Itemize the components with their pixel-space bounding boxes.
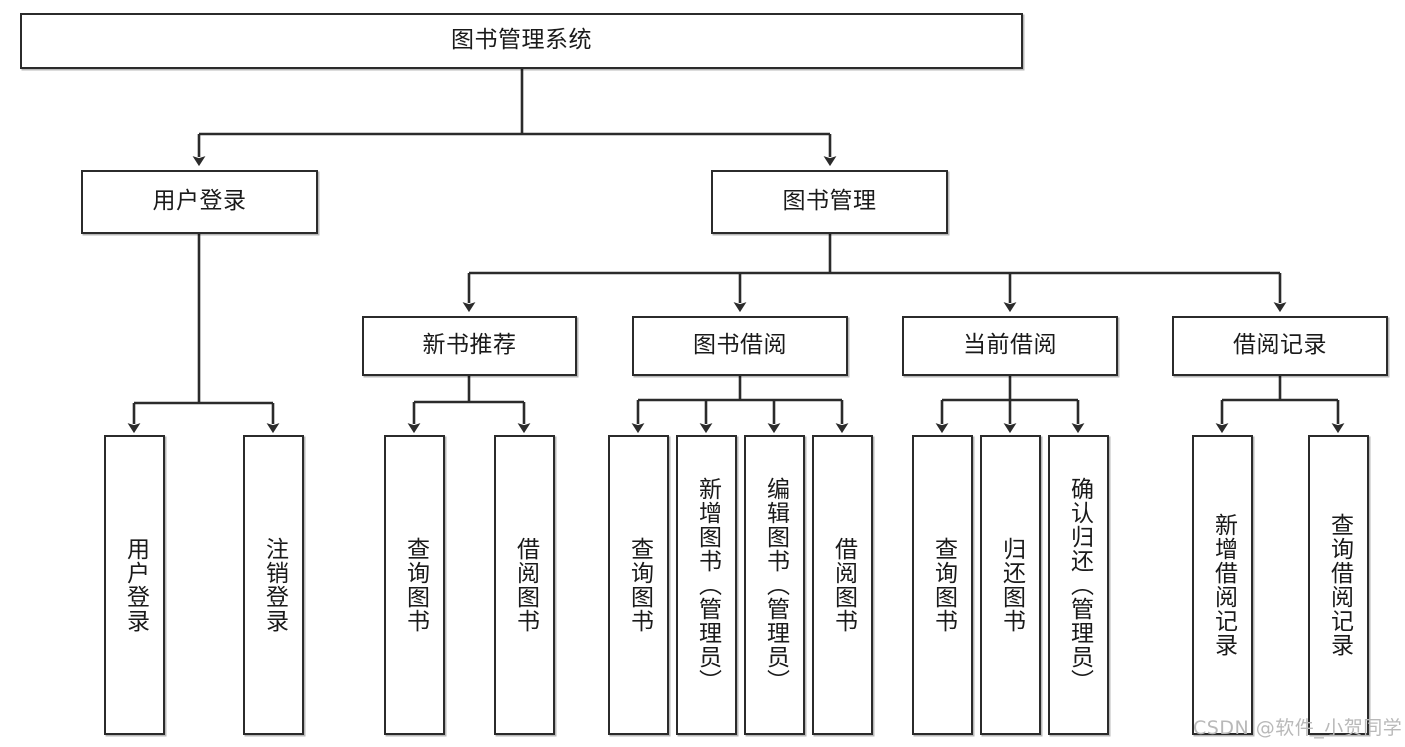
node-label: 归还图书 (998, 537, 1025, 633)
leaf-query-book-recommend[interactable]: 查询图书 (384, 435, 445, 735)
leaf-return-book[interactable]: 归还图书 (980, 435, 1041, 735)
leaf-query-borrow-record[interactable]: 查询借阅记录 (1308, 435, 1369, 735)
node-label: 图书借阅 (693, 332, 787, 359)
node-new-book-recommend[interactable]: 新书推荐 (362, 316, 577, 376)
node-label: 图书管理 (782, 188, 877, 215)
leaf-add-book-admin[interactable]: 新增图书（管理员） (676, 435, 737, 735)
leaf-logout[interactable]: 注销登录 (243, 435, 304, 735)
node-label: 用户登录 (152, 188, 247, 215)
leaf-borrow-book-recommend[interactable]: 借阅图书 (494, 435, 555, 735)
node-book-management[interactable]: 图书管理 (711, 170, 948, 234)
leaf-add-borrow-record[interactable]: 新增借阅记录 (1192, 435, 1253, 735)
node-label: 新增图书（管理员） (694, 477, 721, 693)
node-label: 新书推荐 (422, 332, 517, 359)
leaf-query-book-borrow[interactable]: 查询图书 (608, 435, 669, 735)
node-label: 借阅图书 (512, 537, 539, 633)
node-label: 注销登录 (261, 537, 288, 633)
leaf-borrow-book[interactable]: 借阅图书 (812, 435, 873, 735)
node-label: 编辑图书（管理员） (762, 477, 789, 693)
leaf-confirm-return-admin[interactable]: 确认归还（管理员） (1048, 435, 1109, 735)
leaf-user-login[interactable]: 用户登录 (104, 435, 165, 735)
node-label: 用户登录 (122, 537, 149, 633)
node-label: 查询图书 (930, 537, 957, 633)
csdn-watermark: CSDN @软件_小贺同学 (1193, 717, 1403, 739)
leaf-query-book-current[interactable]: 查询图书 (912, 435, 973, 735)
node-root-system[interactable]: 图书管理系统 (20, 13, 1023, 69)
node-label: 图书管理系统 (451, 27, 592, 54)
node-label: 查询图书 (402, 537, 429, 633)
node-label: 当前借阅 (963, 332, 1057, 359)
node-label: 新增借阅记录 (1210, 513, 1237, 657)
node-book-borrow[interactable]: 图书借阅 (632, 316, 848, 376)
node-label: 查询借阅记录 (1326, 513, 1353, 657)
node-user-login[interactable]: 用户登录 (81, 170, 318, 234)
node-label: 确认归还（管理员） (1066, 477, 1093, 693)
node-borrow-record[interactable]: 借阅记录 (1172, 316, 1388, 376)
node-label: 查询图书 (626, 537, 653, 633)
node-label: 借阅记录 (1233, 332, 1327, 359)
node-current-borrow[interactable]: 当前借阅 (902, 316, 1118, 376)
leaf-edit-book-admin[interactable]: 编辑图书（管理员） (744, 435, 805, 735)
node-label: 借阅图书 (830, 537, 857, 633)
